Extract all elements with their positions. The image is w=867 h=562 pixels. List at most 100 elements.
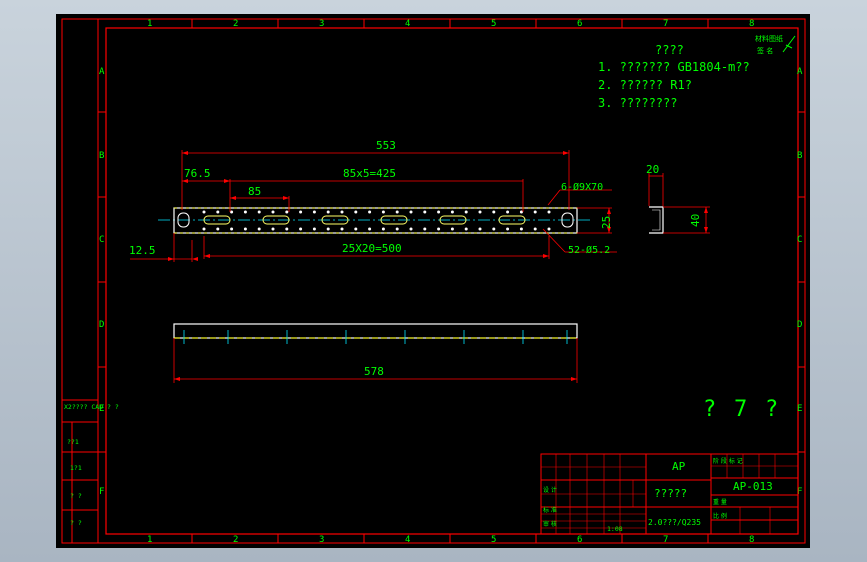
stamp-text: 签 名 (757, 46, 773, 55)
hole (230, 227, 234, 231)
hole (492, 210, 496, 214)
hole (202, 210, 206, 214)
dim-text: 12.5 (129, 244, 156, 257)
front-view: 578 (173, 323, 578, 383)
part-outline (173, 207, 578, 234)
hole (257, 210, 261, 214)
hole (492, 227, 496, 231)
dimension-lines (130, 150, 617, 262)
hole (519, 210, 523, 214)
sidebar-text: ? ? (70, 519, 82, 527)
sidebar-text: ? ? (70, 492, 82, 500)
row-label: C (797, 235, 802, 245)
hole (202, 227, 206, 231)
stage-label: 阶 段 标 记 (713, 457, 743, 465)
note-line: 3. ???????? (598, 96, 677, 110)
dim-text: 25X20=500 (342, 242, 402, 255)
col-label: 6 (577, 19, 582, 29)
hole (437, 227, 441, 231)
col-label: 8 (749, 535, 754, 545)
col-label: 7 (663, 19, 668, 29)
hole (533, 210, 537, 214)
svg-text:7: 7 (734, 397, 747, 422)
end-slot (177, 212, 190, 228)
dim-text: 553 (376, 139, 396, 152)
dim-text: 52-Ø5.2 (568, 244, 610, 256)
hole (257, 227, 261, 231)
col-label: 5 (491, 535, 496, 545)
dim-text: 578 (364, 365, 384, 378)
row-label: A (797, 67, 803, 77)
dimension-arrows (168, 151, 611, 261)
part-name: ????? (654, 487, 687, 500)
sheet-background (56, 14, 810, 548)
hole (243, 210, 247, 214)
hole (533, 227, 537, 231)
hole (312, 210, 316, 214)
hole (450, 227, 454, 231)
col-label: 1 (147, 19, 152, 29)
technical-notes: ???? 1. ??????? GB1804-m?? 2. ?????? R1?… (598, 34, 796, 110)
hole (326, 210, 330, 214)
row-label: A (99, 67, 105, 77)
hole (506, 210, 510, 214)
inner-frame (105, 27, 799, 535)
note-line: 2. ?????? R1? (598, 78, 692, 92)
hole (216, 227, 220, 231)
row-label: F (797, 487, 802, 497)
row-label: B (99, 151, 104, 161)
col-label: 2 (233, 535, 238, 545)
dim-text: 25 (600, 216, 613, 229)
row-label: F (99, 487, 104, 497)
stamp-text: 材料图纸 (755, 34, 783, 43)
hole (368, 210, 372, 214)
sidebar-text: X2???? CAD ? ? (64, 403, 119, 411)
hole (409, 227, 413, 231)
hole (354, 227, 358, 231)
outer-frame (61, 18, 806, 544)
col-label: 1 (147, 535, 152, 545)
hole (216, 210, 220, 214)
row-label: E (99, 404, 104, 414)
col-label: 4 (405, 19, 410, 29)
section-view: 20 40 (646, 163, 710, 234)
hole (271, 227, 275, 231)
dim-text: 20 (646, 163, 659, 176)
hole (285, 227, 289, 231)
slot-group (203, 215, 526, 225)
roughness-marks: ? 7 ? (703, 397, 778, 422)
top-view (158, 207, 590, 234)
drawing-number: AP-013 (733, 480, 773, 493)
hole (299, 227, 303, 231)
hole-row (202, 210, 551, 214)
hole (312, 227, 316, 231)
hole (547, 210, 551, 214)
dim-text: 76.5 (184, 167, 211, 180)
hole (395, 210, 399, 214)
header-label: 审 核 (543, 520, 557, 528)
row-label: C (99, 235, 104, 245)
hole (478, 227, 482, 231)
header-label: 设 计 (543, 486, 557, 494)
hole (519, 227, 523, 231)
row-label: D (797, 320, 802, 330)
column-labels: 1 2 3 4 5 6 7 8 1 2 3 4 5 6 7 8 (147, 19, 754, 545)
hole (423, 210, 427, 214)
hole (326, 227, 330, 231)
hole (464, 210, 468, 214)
hole-row (202, 227, 551, 231)
hole (340, 227, 344, 231)
col-label: 3 (319, 19, 324, 29)
row-label: D (99, 320, 104, 330)
hole (409, 210, 413, 214)
hole (243, 227, 247, 231)
col-label: 8 (749, 19, 754, 29)
col-label: 5 (491, 19, 496, 29)
notes-title: ???? (655, 43, 684, 57)
hole (478, 210, 482, 214)
col-label: 2 (233, 19, 238, 29)
row-label: E (797, 404, 802, 414)
svg-text:?: ? (703, 397, 716, 422)
